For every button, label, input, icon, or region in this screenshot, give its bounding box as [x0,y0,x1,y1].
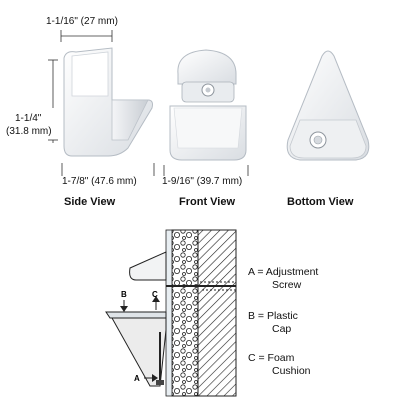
legend-c-line1: C = Foam [248,352,295,364]
legend-b-line2: Cap [272,323,292,335]
dim-side-depth: 1-7/8" (47.6 mm) [62,176,137,187]
front-view-drawing [169,49,247,161]
dim-height-line2: (31.8 mm) [6,126,52,137]
side-view-drawing [63,47,153,157]
callout-a: A [134,374,140,383]
legend-c-line2: Cushion [272,365,311,377]
callout-c: C [152,290,158,299]
dim-front-width: 1-9/16" (39.7 mm) [162,176,243,187]
dimension-lines [48,30,249,176]
installation-diagram: B C A [105,229,237,397]
legend-plastic-cap: B = Plastic Cap [248,310,298,336]
front-view-label: Front View [179,196,236,208]
legend-adjustment-screw: A = Adjustment Screw [248,266,318,292]
legend-a-line1: A = Adjustment [248,266,319,278]
callout-b: B [121,290,127,299]
legend-foam-cushion: C = Foam Cushion [248,352,311,378]
bottom-view-drawing [286,50,370,161]
bottom-view-label: Bottom View [287,196,354,208]
side-view-label: Side View [64,196,116,208]
legend-b-line1: B = Plastic [248,310,298,322]
dim-top-width: 1-1/16" (27 mm) [46,16,118,27]
legend-a-line2: Screw [272,279,302,291]
dim-height-line1: 1-1/4" [15,113,42,124]
